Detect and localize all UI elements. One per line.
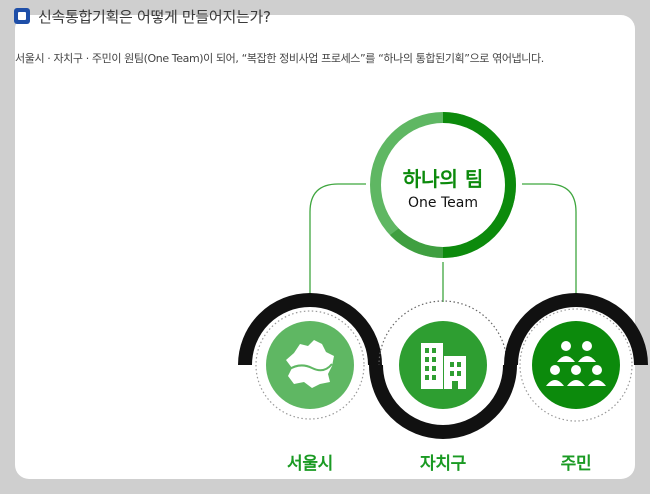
district-label: 자치구 (419, 454, 467, 474)
center-subtitle: One Team (408, 195, 478, 211)
section-description: 서울시 · 자치구 · 주민이 원팀(One Team)이 되어, “복잡한 정… (15, 52, 544, 65)
district-node (369, 300, 517, 439)
square-bullet-icon (14, 8, 30, 24)
residents-group-icon (546, 341, 606, 386)
center-node: 하나의 팀 One Team (370, 112, 516, 258)
section-header: 신속통합기획은 어떻게 만들어지는가? (14, 6, 271, 26)
seoul-map-icon (286, 340, 334, 388)
section-title: 신속통합기획은 어떻게 만들어지는가? (38, 7, 271, 26)
building-icon (421, 343, 466, 389)
residents-node (504, 293, 648, 422)
residents-label: 주민 (560, 454, 592, 474)
connector-lines (309, 183, 577, 302)
center-title: 하나의 팀 (403, 167, 484, 191)
seoul-node (238, 293, 382, 420)
seoul-label: 서울시 (286, 454, 334, 474)
